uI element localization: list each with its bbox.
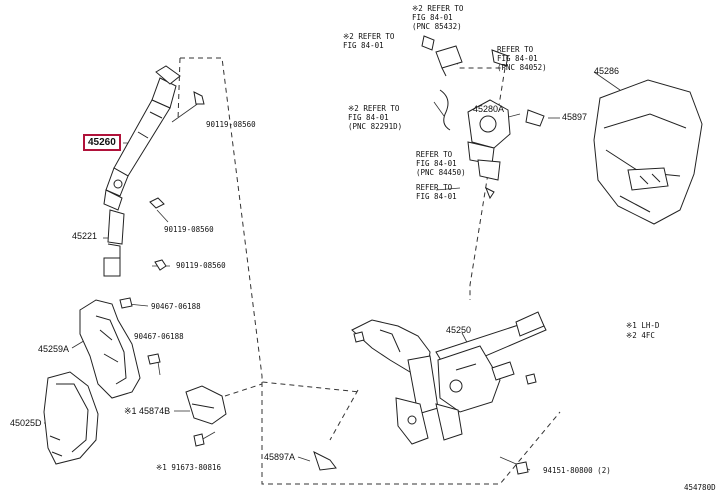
bolt-90119-08560-lower-label[interactable]: 90119-08560	[176, 261, 226, 270]
figure-code: 454780D	[684, 483, 716, 492]
ref-pnc-82291d[interactable]: ※2 REFER TO FIG 84-01 (PNC 82291D)	[348, 104, 402, 131]
ref-fig-84-01-upper[interactable]: ※2 REFER TO FIG 84-01	[343, 32, 394, 50]
bolt-90467-06188-lower-label[interactable]: 90467-06188	[134, 332, 184, 341]
ref-line: ※2 REFER TO	[343, 32, 395, 41]
ref-line: (PNC 84450)	[416, 168, 466, 177]
ref-line: FIG 84-01	[343, 41, 384, 50]
bolt-90467-06188-upper-label[interactable]: 90467-06188	[151, 302, 201, 311]
ref-line: REFER TO	[497, 45, 534, 54]
part-45250-label[interactable]: 45250	[446, 325, 472, 335]
part-45897A-label[interactable]: 45897A	[264, 452, 296, 462]
bolt-90119-08560-upper-label[interactable]: 90119-08560	[206, 120, 256, 129]
part-45259A-label[interactable]: 45259A	[38, 344, 70, 354]
bolt-94151-80800-label[interactable]: 94151-80800 (2)	[543, 466, 611, 475]
note-4fc: ※2 4FC	[626, 331, 655, 340]
bolt-90119-08560-middle-label[interactable]: 90119-08560	[164, 225, 214, 234]
part-45286-label[interactable]: 45286	[594, 66, 620, 76]
boot-cover-drawing	[43, 371, 99, 465]
ref-line: REFER TO	[416, 183, 453, 192]
ref-fig-84-01-lower[interactable]: REFER TO FIG 84-01	[416, 183, 457, 201]
ref-line: FIG 84-01	[348, 113, 389, 122]
ref-line: (PNC 85432)	[412, 22, 462, 31]
column-cover-drawing	[79, 299, 141, 399]
upper-column-cover-drawing	[593, 79, 703, 225]
steering-column-drawing	[351, 311, 547, 445]
part-45897-label[interactable]: 45897	[562, 112, 588, 122]
ref-pnc-84052[interactable]: REFER TO FIG 84-01 (PNC 84052)	[497, 45, 547, 72]
ref-line: REFER TO	[416, 150, 453, 159]
ref-line: FIG 84-01	[416, 159, 457, 168]
bolt-91673-80816-label[interactable]: ※1 91673-80816	[156, 463, 221, 472]
part-45221-label[interactable]: 45221	[72, 231, 98, 241]
ref-line: FIG 84-01	[412, 13, 453, 22]
switch-assembly-drawing	[421, 35, 545, 200]
dashed-group-outline	[177, 57, 561, 485]
ref-line: ※2 REFER TO	[348, 104, 400, 113]
intermediate-shaft-drawing	[103, 65, 205, 277]
part-45874B-label[interactable]: ※1 45874B	[124, 406, 171, 416]
bolt-icons-left	[119, 197, 205, 447]
part-45025D-label[interactable]: 45025D	[10, 418, 42, 428]
part-45280A-label[interactable]: 45280A	[473, 104, 505, 114]
ref-pnc-84450[interactable]: REFER TO FIG 84-01 (PNC 84450)	[416, 150, 466, 177]
ref-line: FIG 84-01	[497, 54, 538, 63]
ref-line: (PNC 82291D)	[348, 122, 403, 131]
bolt-icons-right	[313, 331, 537, 475]
ref-line: ※2 REFER TO	[412, 4, 464, 13]
part-45260-label[interactable]: 45260	[83, 134, 121, 151]
ref-line: FIG 84-01	[416, 192, 457, 201]
bracket-drawing	[185, 385, 227, 425]
ref-pnc-85432[interactable]: ※2 REFER TO FIG 84-01 (PNC 85432)	[412, 4, 463, 31]
note-lh-d: ※1 LH-D	[626, 321, 660, 330]
ref-line: (PNC 84052)	[497, 63, 547, 72]
